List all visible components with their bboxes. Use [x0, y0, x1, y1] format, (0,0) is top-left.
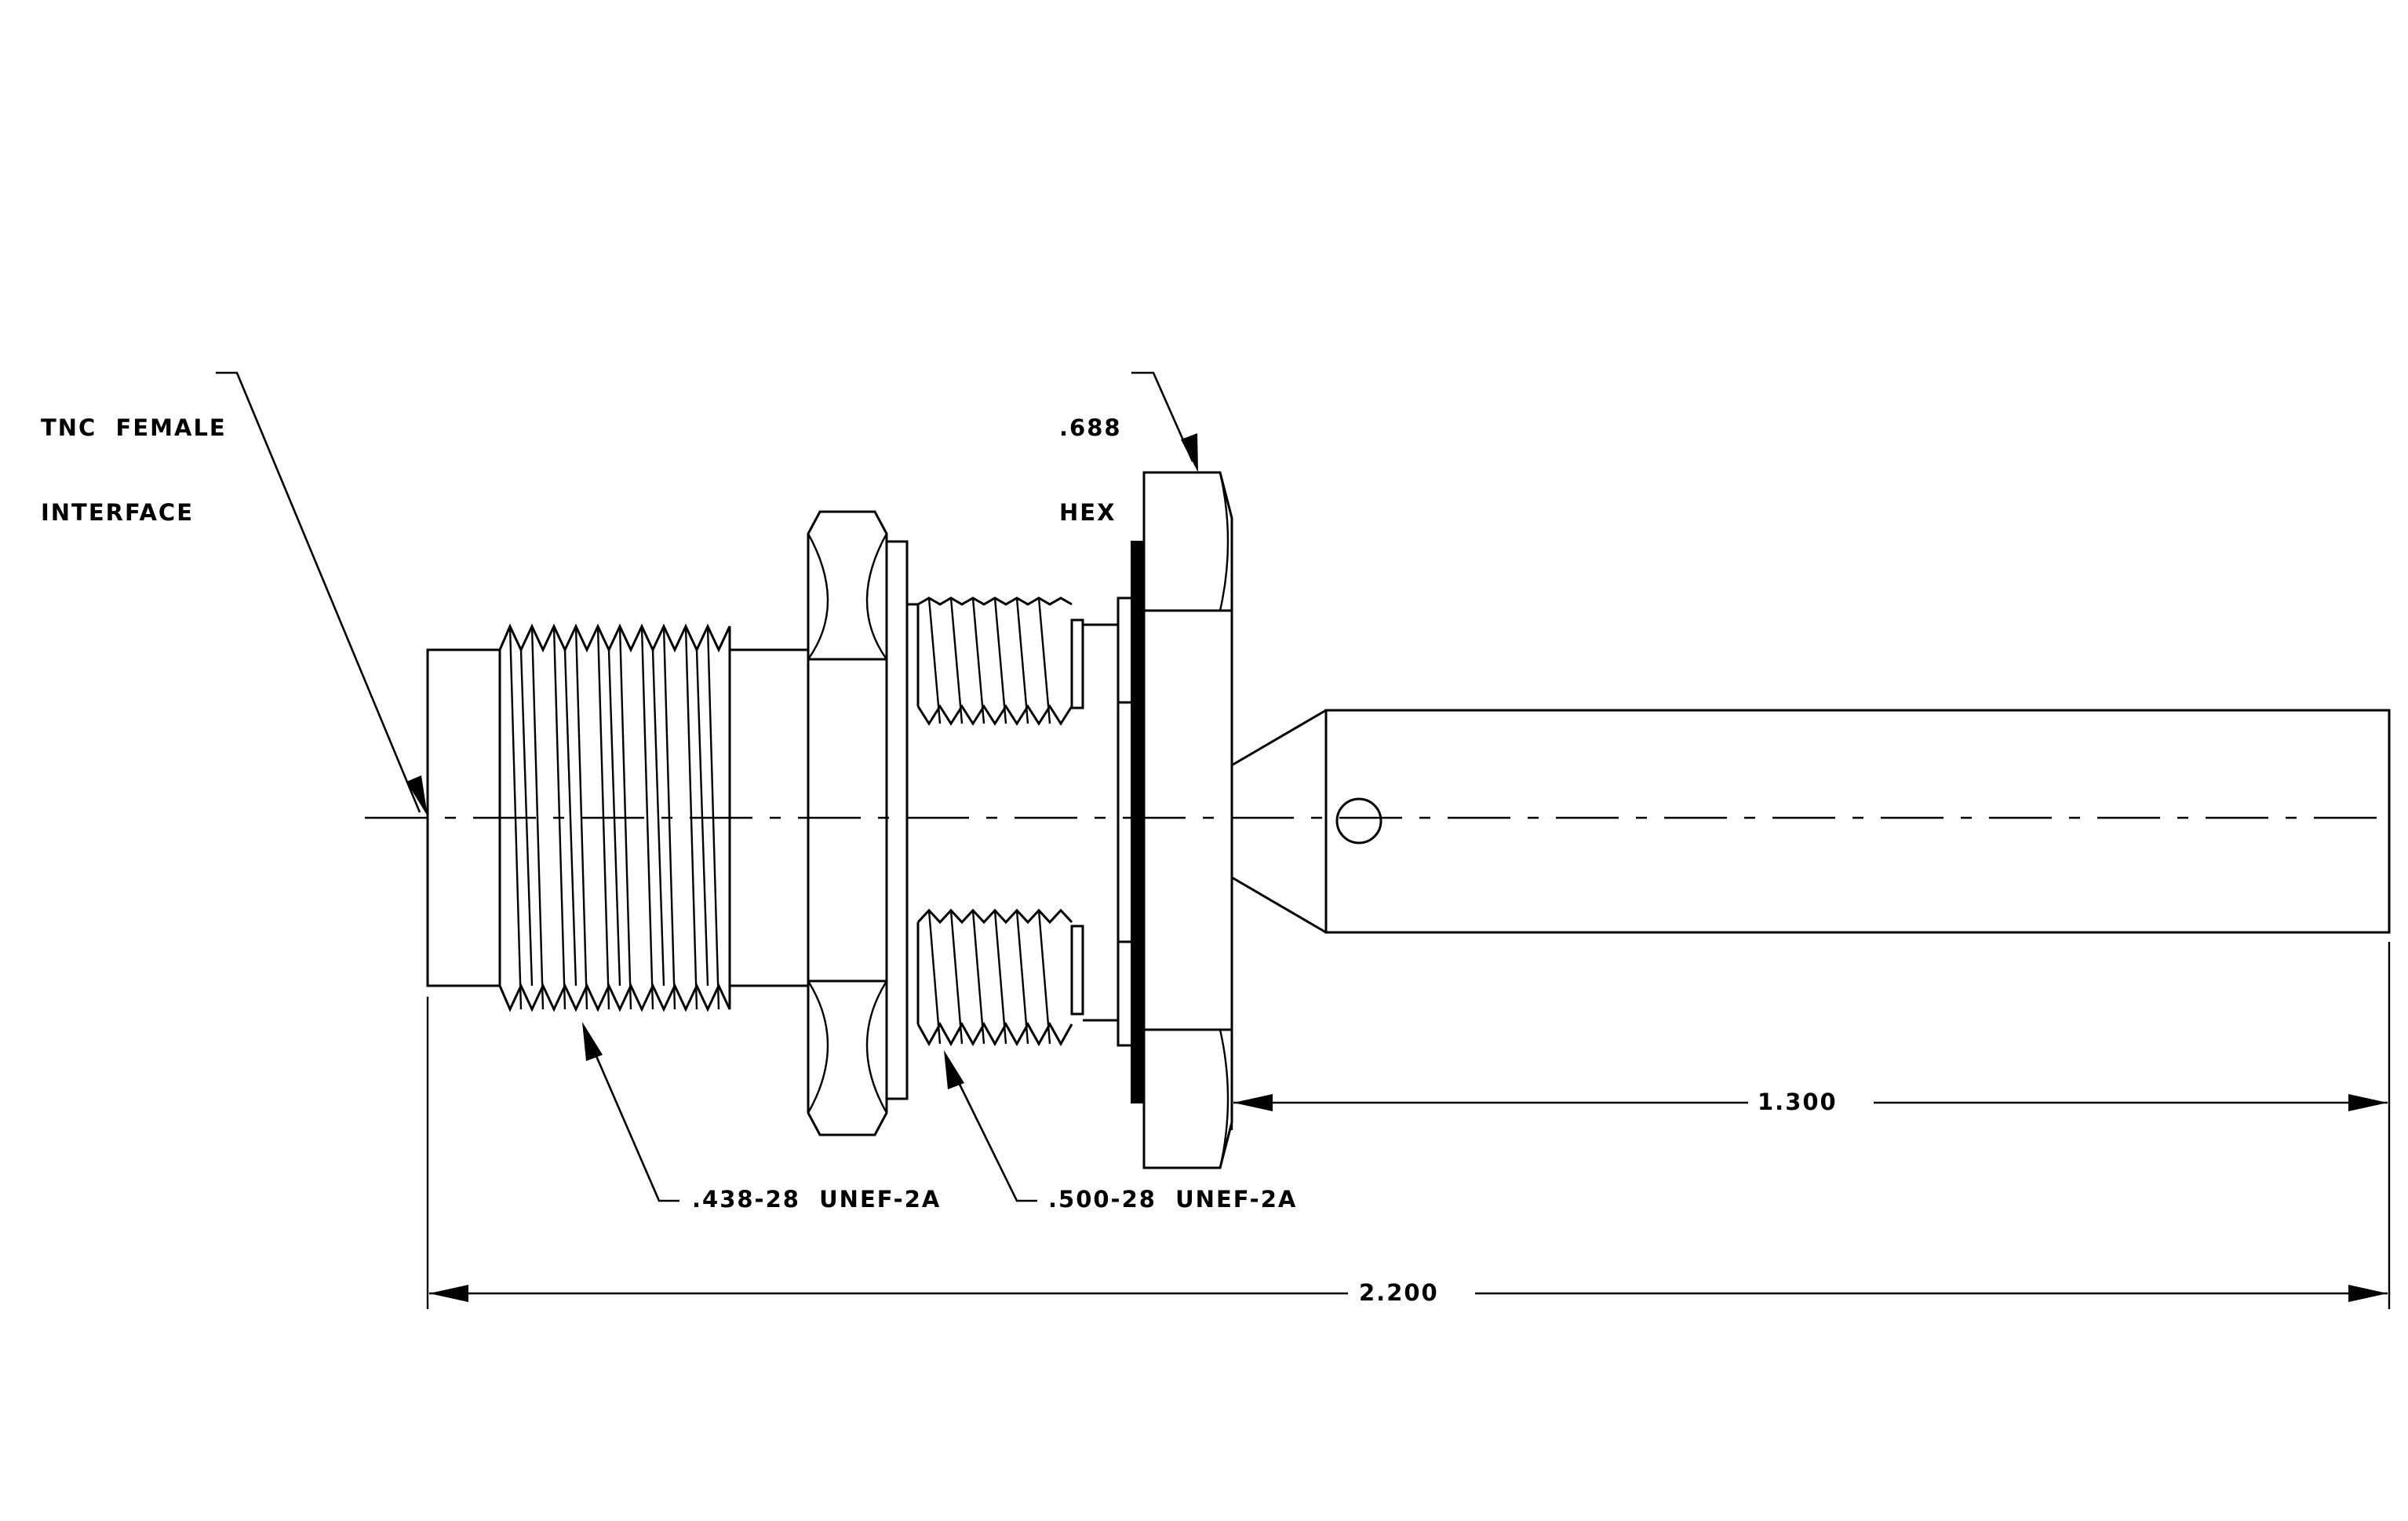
leader-hex	[1131, 371, 1198, 472]
rear-thread-label: .500-28 UNEF-2A	[1048, 1186, 1298, 1213]
rear-thread-top	[907, 596, 1118, 726]
front-neck	[730, 648, 808, 987]
interface-label-line1: TNC FEMALE	[41, 414, 227, 441]
hex-label-line2: HEX	[1059, 499, 1117, 526]
hex-label-line1: .688	[1059, 414, 1122, 441]
hex-label: .688 HEX	[1059, 357, 1122, 555]
rear-body	[1324, 709, 2391, 934]
dimension-2200-value: 2.200	[1359, 1279, 1439, 1306]
extension-lines	[426, 942, 2391, 1309]
front-thread-label: .438-28 UNEF-2A	[692, 1186, 942, 1213]
front-thread-section	[498, 623, 731, 1012]
rear-thread-bottom	[916, 908, 1118, 1047]
dimension-1300-value: 1.300	[1758, 1089, 1838, 1115]
cone-transition	[1231, 709, 1327, 934]
interface-label-line2: INTERFACE	[41, 499, 195, 526]
body-flange	[1117, 541, 1145, 1103]
cross-hole	[1335, 797, 1383, 844]
dimension-1300-line	[1233, 1094, 2388, 1111]
leader-interface	[216, 371, 428, 816]
dimension-2200-line	[429, 1285, 2388, 1302]
body-hex	[1142, 471, 1233, 1169]
interface-label: TNC FEMALE INTERFACE	[41, 357, 227, 555]
leader-front-thread	[582, 1022, 679, 1202]
lock-washer	[885, 540, 909, 1100]
front-hex-nut	[807, 510, 888, 1136]
leader-rear-thread	[944, 1050, 1037, 1202]
